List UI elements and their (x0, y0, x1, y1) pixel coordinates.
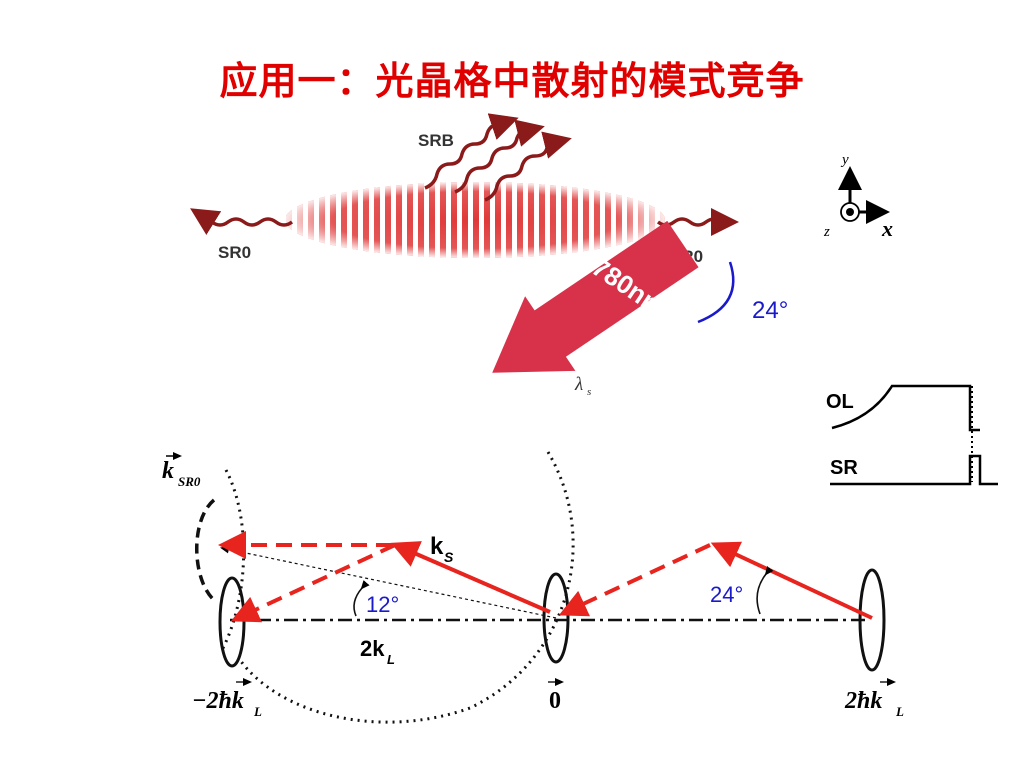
pulse-timing-diagram (830, 384, 998, 486)
svg-text:k: k (430, 533, 444, 560)
dashed-ellipse-ksr0 (195, 498, 216, 602)
svg-text:0: 0 (549, 688, 561, 714)
axis-y-label: y (840, 152, 849, 168)
momentum-ellipse-plus2hk (858, 568, 886, 672)
two-kl-label: 2k L (360, 636, 395, 667)
dotted-arc-large (238, 451, 575, 724)
sr0-left-label: SR0 (218, 243, 251, 262)
srb-wave-arrows (424, 113, 572, 202)
dotted-arc-left (220, 469, 246, 651)
svg-text:L: L (895, 704, 904, 719)
svg-text:SR0: SR0 (178, 474, 201, 489)
ksr0-label: k SR0 (162, 452, 201, 489)
pump-beam-arrow: 780nm (492, 220, 699, 373)
svg-text:2k: 2k (360, 636, 385, 661)
angle-arc-top (697, 261, 735, 324)
pulse-ol-label: OL (826, 391, 854, 413)
svg-text:−2ħk: −2ħk (192, 688, 244, 714)
sr0-right-wave-arrow (656, 208, 739, 236)
svg-text:2ħk: 2ħk (844, 688, 882, 714)
angle-arc-24 (756, 566, 774, 615)
svg-text:s: s (587, 386, 591, 398)
angle-label-top: 24° (752, 297, 788, 324)
ks-label: k S (430, 533, 454, 565)
lambda-s-label: λ s (574, 374, 591, 398)
ksr0-thin-line (220, 545, 557, 619)
svg-text:L: L (387, 652, 395, 667)
angle-label-12: 12° (366, 592, 399, 617)
plus-2hk-label: 2ħk L (844, 678, 904, 719)
axis-z-label: z (823, 224, 830, 240)
svg-text:L: L (253, 704, 262, 719)
angle-arc-12 (353, 580, 370, 617)
svg-text:S: S (444, 549, 454, 565)
lattice-cloud (285, 182, 665, 258)
angle-label-24: 24° (710, 582, 743, 607)
momentum-ellipse-zero (542, 572, 570, 664)
svg-text:k: k (162, 458, 174, 484)
minus-2hk-label: −2ħk L (192, 678, 262, 719)
axis-x-label: x (881, 216, 893, 241)
scattering-vectors (218, 531, 873, 623)
slide-title: 应用一：光晶格中散射的模式竞争 (219, 58, 805, 103)
sr0-left-wave-arrow (190, 208, 294, 236)
zero-label: 0 (548, 678, 564, 714)
svg-text:λ: λ (574, 374, 583, 395)
coordinate-axes: y x z (823, 152, 893, 241)
pulse-sr-label: SR (830, 457, 858, 479)
srb-label: SRB (418, 131, 454, 150)
